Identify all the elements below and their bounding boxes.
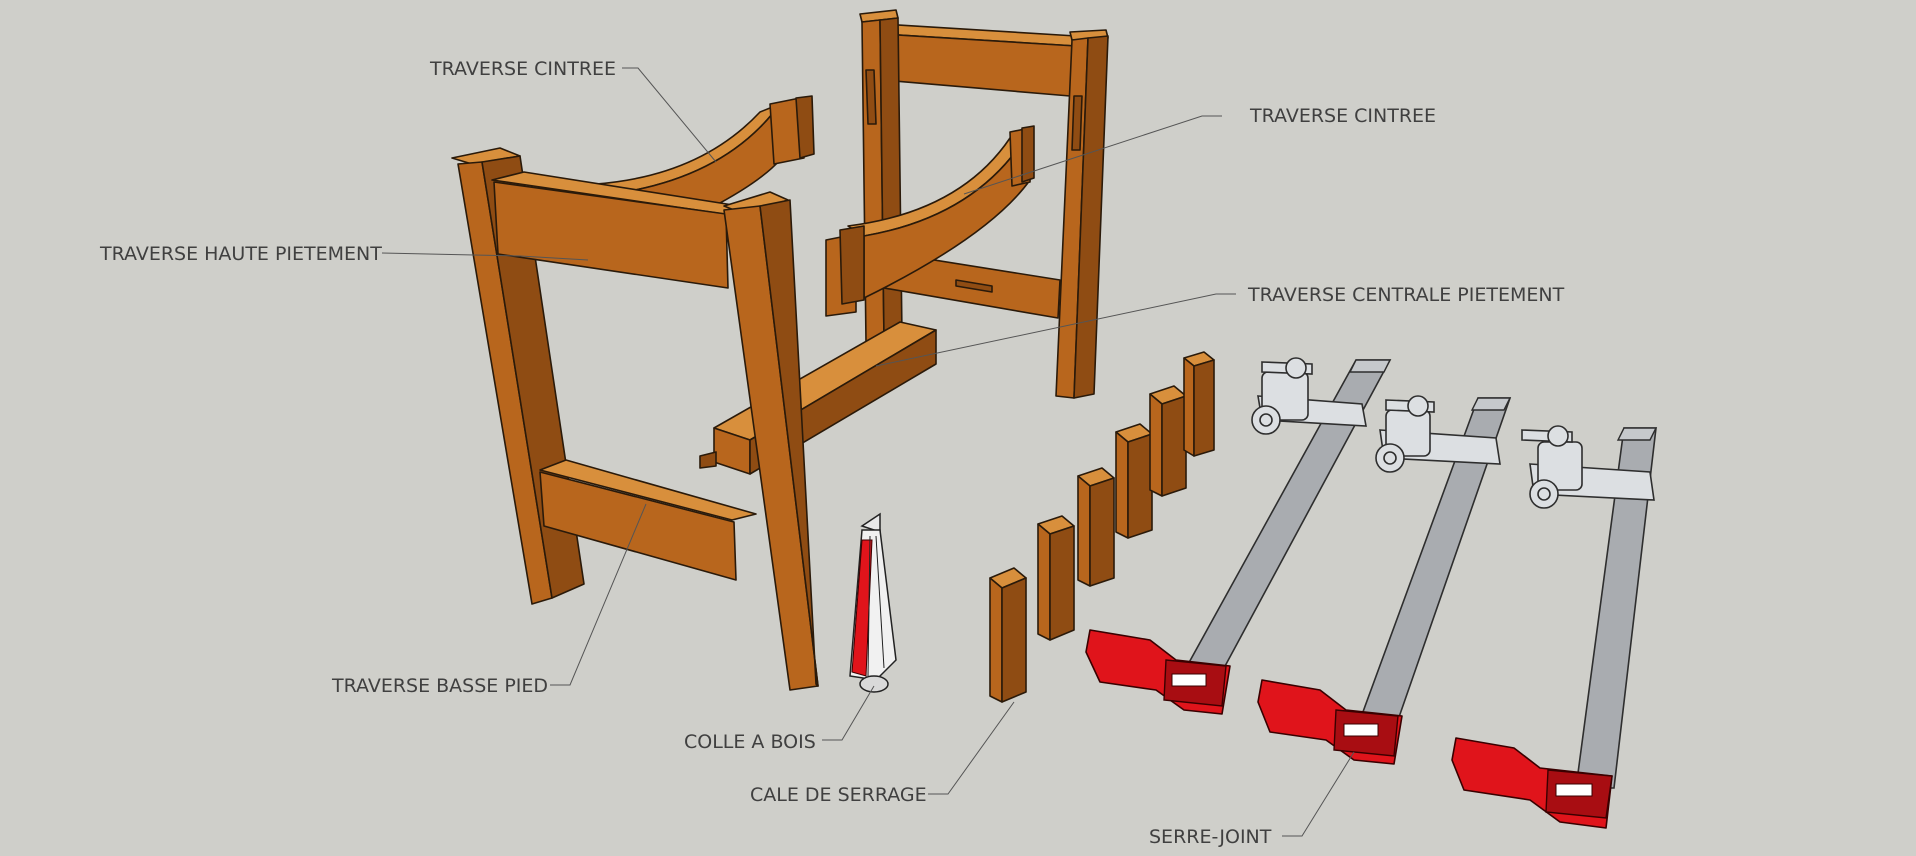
label-traverse-haute-pietement: TRAVERSE HAUTE PIETEMENT <box>99 243 382 265</box>
label-traverse-centrale-pietement: TRAVERSE CENTRALE PIETEMENT <box>1247 284 1565 306</box>
block <box>989 567 1027 703</box>
label-cale-de-serrage: CALE DE SERRAGE <box>750 784 927 806</box>
block <box>1077 467 1115 587</box>
bar-clamp-2 <box>1257 395 1512 765</box>
clamping-blocks <box>989 351 1215 703</box>
bar-clamp-3 <box>1451 425 1658 829</box>
label-traverse-basse-pied: TRAVERSE BASSE PIED <box>331 675 548 697</box>
leader-lines <box>381 67 1355 837</box>
labels: TRAVERSE CINTREE TRAVERSE CINTREE TRAVER… <box>99 58 1565 848</box>
bar-clamp-1 <box>1085 357 1392 715</box>
label-serre-joint: SERRE-JOINT <box>1149 826 1272 848</box>
label-traverse-cintree-right: TRAVERSE CINTREE <box>1249 105 1436 127</box>
block <box>1037 515 1075 641</box>
label-traverse-cintree-left: TRAVERSE CINTREE <box>429 58 616 80</box>
label-colle-a-bois: COLLE A BOIS <box>684 731 816 753</box>
central-stretcher <box>699 321 937 475</box>
curved-rail-right <box>825 125 1035 317</box>
glue-bottle-icon <box>849 512 897 693</box>
block <box>1183 351 1215 457</box>
block <box>1115 423 1153 539</box>
front-leg-frame <box>451 147 819 691</box>
block <box>1149 385 1187 497</box>
